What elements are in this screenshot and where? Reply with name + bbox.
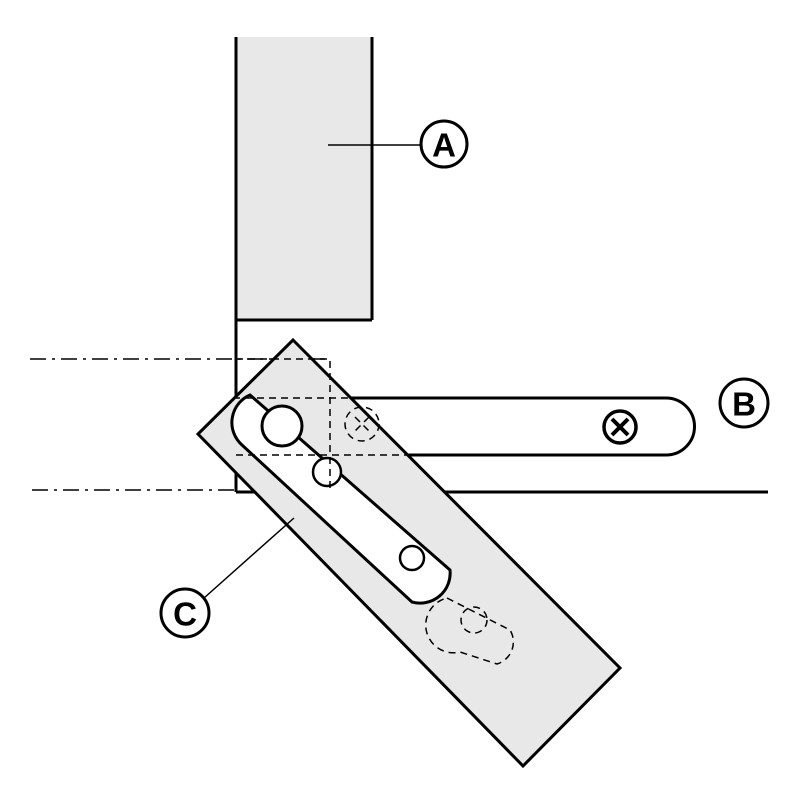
callout-a-label: A (432, 127, 456, 164)
hidden-lines (236, 358, 515, 665)
screw-icon (602, 409, 638, 445)
callout-c: C (159, 517, 295, 639)
callout-a: A (328, 119, 469, 169)
callout-b: B (718, 377, 770, 429)
part-c-plate (195, 337, 623, 769)
callout-c-label: C (173, 596, 197, 633)
part-b-arm (346, 396, 696, 457)
part-a-panel (234, 37, 374, 492)
callout-b-label: B (732, 386, 756, 423)
